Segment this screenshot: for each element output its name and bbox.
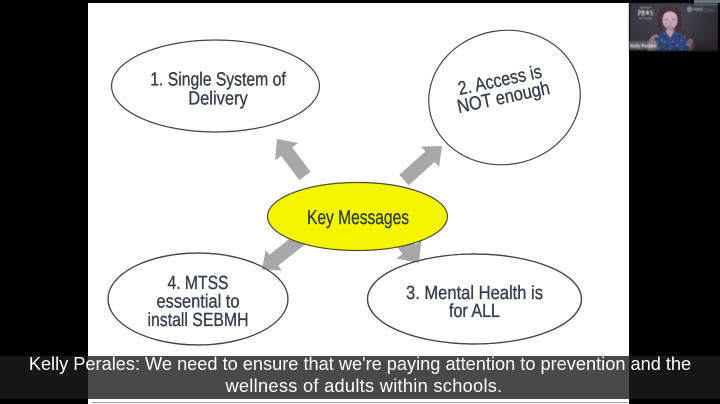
svg-text:for ALL: for ALL: [449, 301, 500, 322]
svg-text:NETWORK: NETWORK: [639, 17, 653, 20]
svg-text:4. MTSS: 4. MTSS: [168, 273, 229, 294]
svg-text:Key Messages: Key Messages: [307, 207, 409, 229]
svg-text:Delivery: Delivery: [188, 89, 248, 110]
svg-text:essential to: essential to: [157, 292, 240, 313]
svg-text:Center: Center: [704, 7, 713, 12]
svg-text:PBIS: PBIS: [694, 7, 704, 12]
svg-text:1. Single System of: 1. Single System of: [150, 70, 286, 91]
svg-text:Kelly Perales: Kelly Perales: [630, 43, 656, 49]
svg-text:install SEBMH: install SEBMH: [148, 310, 249, 331]
svg-text:MIDWEST: MIDWEST: [640, 7, 653, 10]
svg-text:PB✶S: PB✶S: [638, 9, 654, 18]
svg-text:3. Mental Health is: 3. Mental Health is: [406, 283, 543, 304]
